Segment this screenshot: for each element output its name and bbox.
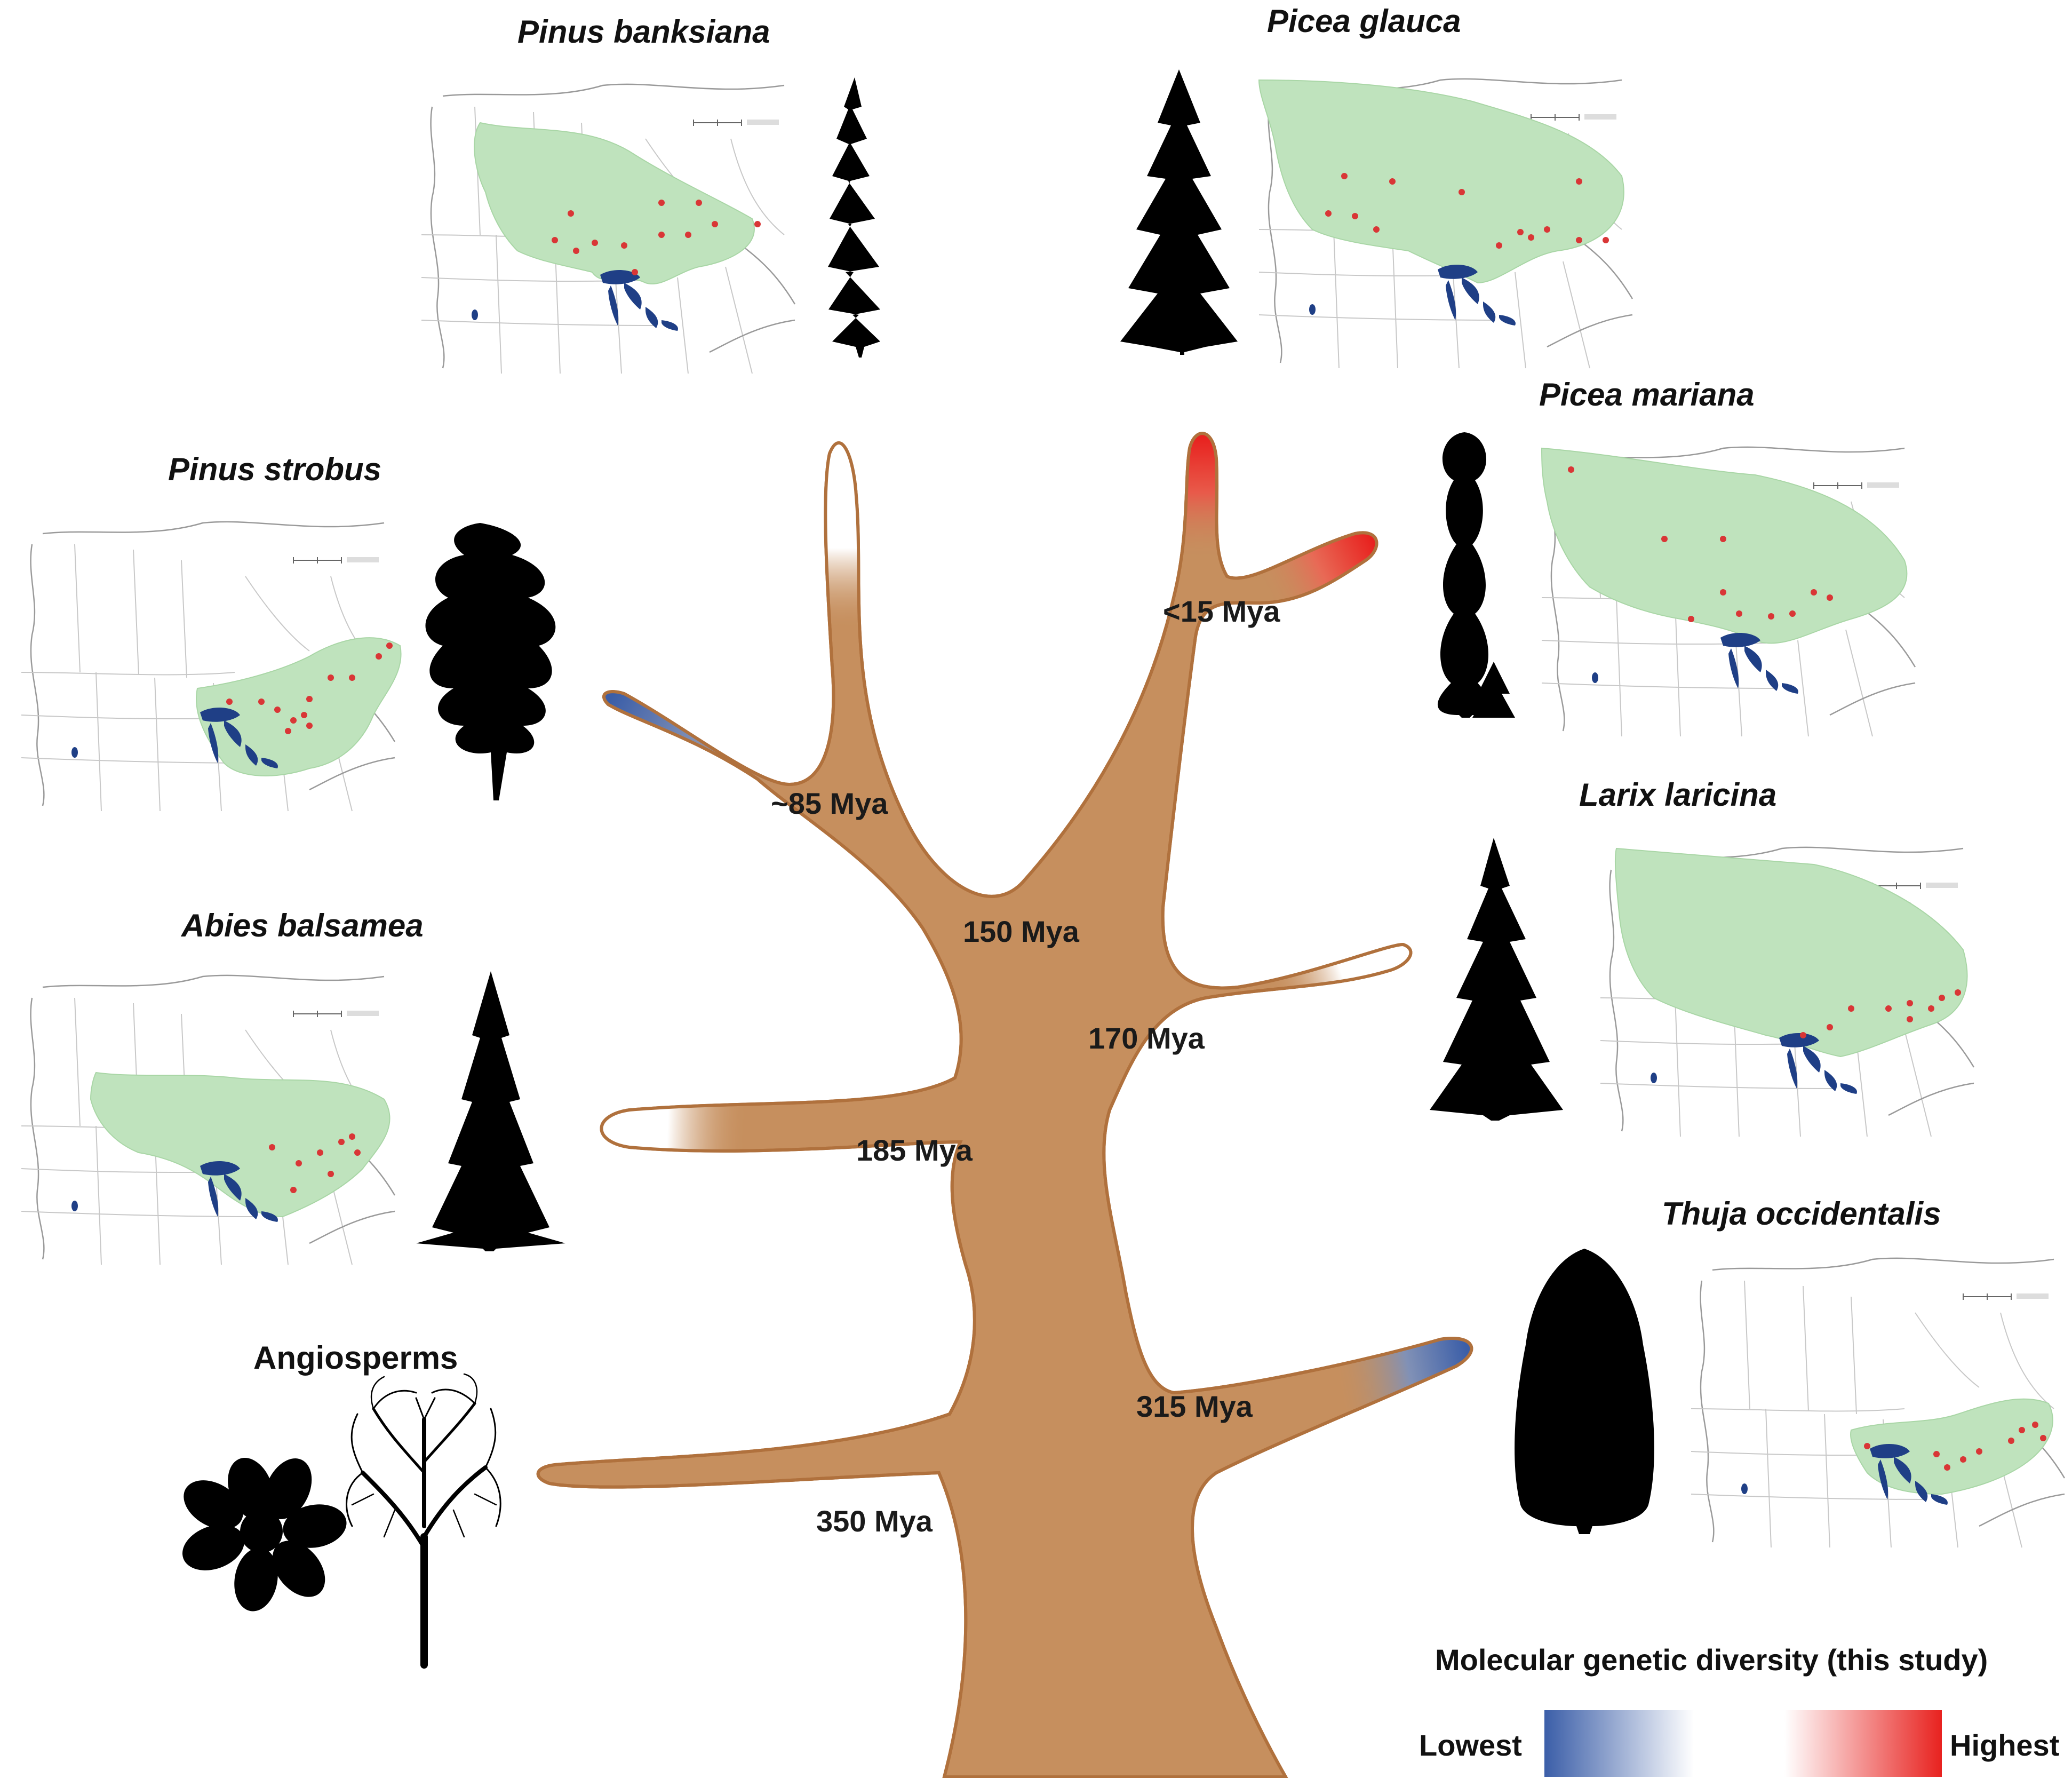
outgroup-panel-angiosperms: Angiosperms: [182, 1340, 501, 1669]
species-panel-picea-glauca: Picea glauca: [1120, 3, 1644, 369]
sample-points: [1568, 466, 1833, 622]
white-pine-silhouette: [425, 523, 556, 800]
species-title: Picea glauca: [1267, 3, 1461, 39]
outgroup-title: Angiosperms: [253, 1340, 458, 1376]
larch-silhouette: [1430, 838, 1563, 1121]
range-map: [410, 74, 807, 375]
species-title: Pinus strobus: [168, 451, 381, 487]
legend-low-swatch: [1544, 1710, 1694, 1777]
legend-title: Molecular genetic diversity (this study): [1435, 1643, 1988, 1677]
divergence-label-150: 150 Mya: [963, 915, 1080, 948]
divergence-label-350: 350 Mya: [816, 1504, 933, 1538]
divergence-label-170: 170 Mya: [1088, 1021, 1205, 1055]
species-title: Larix laricina: [1579, 777, 1776, 813]
range-map: [10, 965, 407, 1266]
legend-low-label: Lowest: [1419, 1728, 1522, 1762]
species-title: Thuja occidentalis: [1662, 1196, 1941, 1232]
range-map: [10, 511, 407, 812]
divergence-label-315: 315 Mya: [1136, 1390, 1253, 1423]
sample-points: [1864, 1422, 2046, 1471]
range-map: [1589, 837, 1986, 1138]
sample-points: [269, 1133, 361, 1193]
species-panel-abies-balsamea: Abies balsamea: [10, 908, 565, 1266]
legend-high-label: Highest: [1950, 1728, 2059, 1762]
divergence-label-85: ~85 Mya: [771, 787, 888, 820]
legend-high-swatch: [1784, 1710, 1942, 1777]
species-panel-larix-laricina: Larix laricina: [1430, 777, 1986, 1138]
range-map: [1247, 68, 1644, 369]
sample-points: [226, 642, 393, 734]
diversity-legend: Molecular genetic diversity (this study)…: [1419, 1643, 2059, 1777]
species-panel-pinus-strobus: Pinus strobus: [10, 451, 556, 812]
sample-points: [552, 200, 761, 275]
black-spruce-silhouette: [1437, 432, 1515, 718]
species-title: Pinus banksiana: [517, 14, 770, 50]
species-panel-picea-mariana: Picea mariana: [1437, 377, 1927, 737]
species-title: Picea mariana: [1539, 377, 1755, 412]
fir-silhouette: [416, 971, 565, 1251]
deciduous-tree-silhouette: [346, 1373, 501, 1669]
rosette-silhouette: [182, 1457, 347, 1612]
range-map: [1530, 436, 1927, 737]
sample-points: [1325, 173, 1609, 249]
spruce-silhouette: [1120, 69, 1238, 355]
divergence-label-185: 185 Mya: [856, 1133, 973, 1167]
species-panel-pinus-banksiana: Pinus banksiana: [410, 14, 880, 375]
sample-points: [1800, 989, 1961, 1038]
range-map: [1679, 1248, 2072, 1549]
phylogeny-tree: [538, 422, 1488, 1777]
divergence-label-15: <15 Mya: [1163, 594, 1280, 628]
species-panel-thuja-occidentalis: Thuja occidentalis: [1515, 1196, 2072, 1549]
cedar-silhouette: [1515, 1249, 1654, 1534]
pine-silhouette: [828, 77, 880, 358]
species-title: Abies balsamea: [180, 908, 424, 943]
